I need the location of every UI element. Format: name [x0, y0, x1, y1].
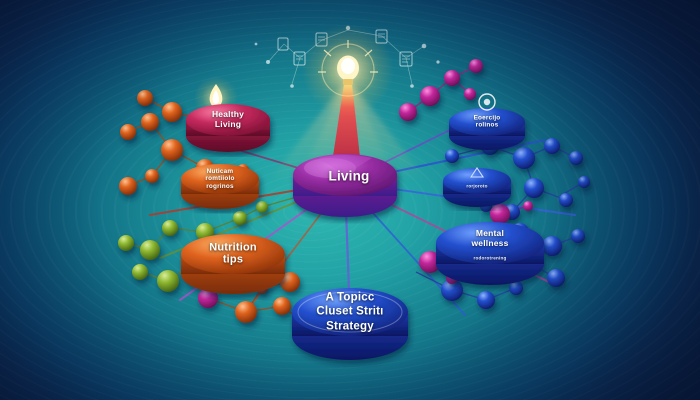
- node-nutrition-tips[interactable]: [181, 234, 285, 294]
- node-topic-cluster-strategy[interactable]: [292, 288, 408, 360]
- node-center-hub-living[interactable]: [293, 154, 397, 217]
- node-mental-wellness[interactable]: [436, 222, 544, 285]
- node-healthy-living[interactable]: [186, 104, 270, 152]
- node-small-blue[interactable]: [443, 167, 511, 207]
- node-nutrition-garbled[interactable]: [181, 164, 259, 209]
- node-exercise-routines[interactable]: [449, 108, 525, 150]
- exercise-badge-icon: [478, 93, 496, 111]
- satellite-nodes-right-blue: [441, 137, 590, 309]
